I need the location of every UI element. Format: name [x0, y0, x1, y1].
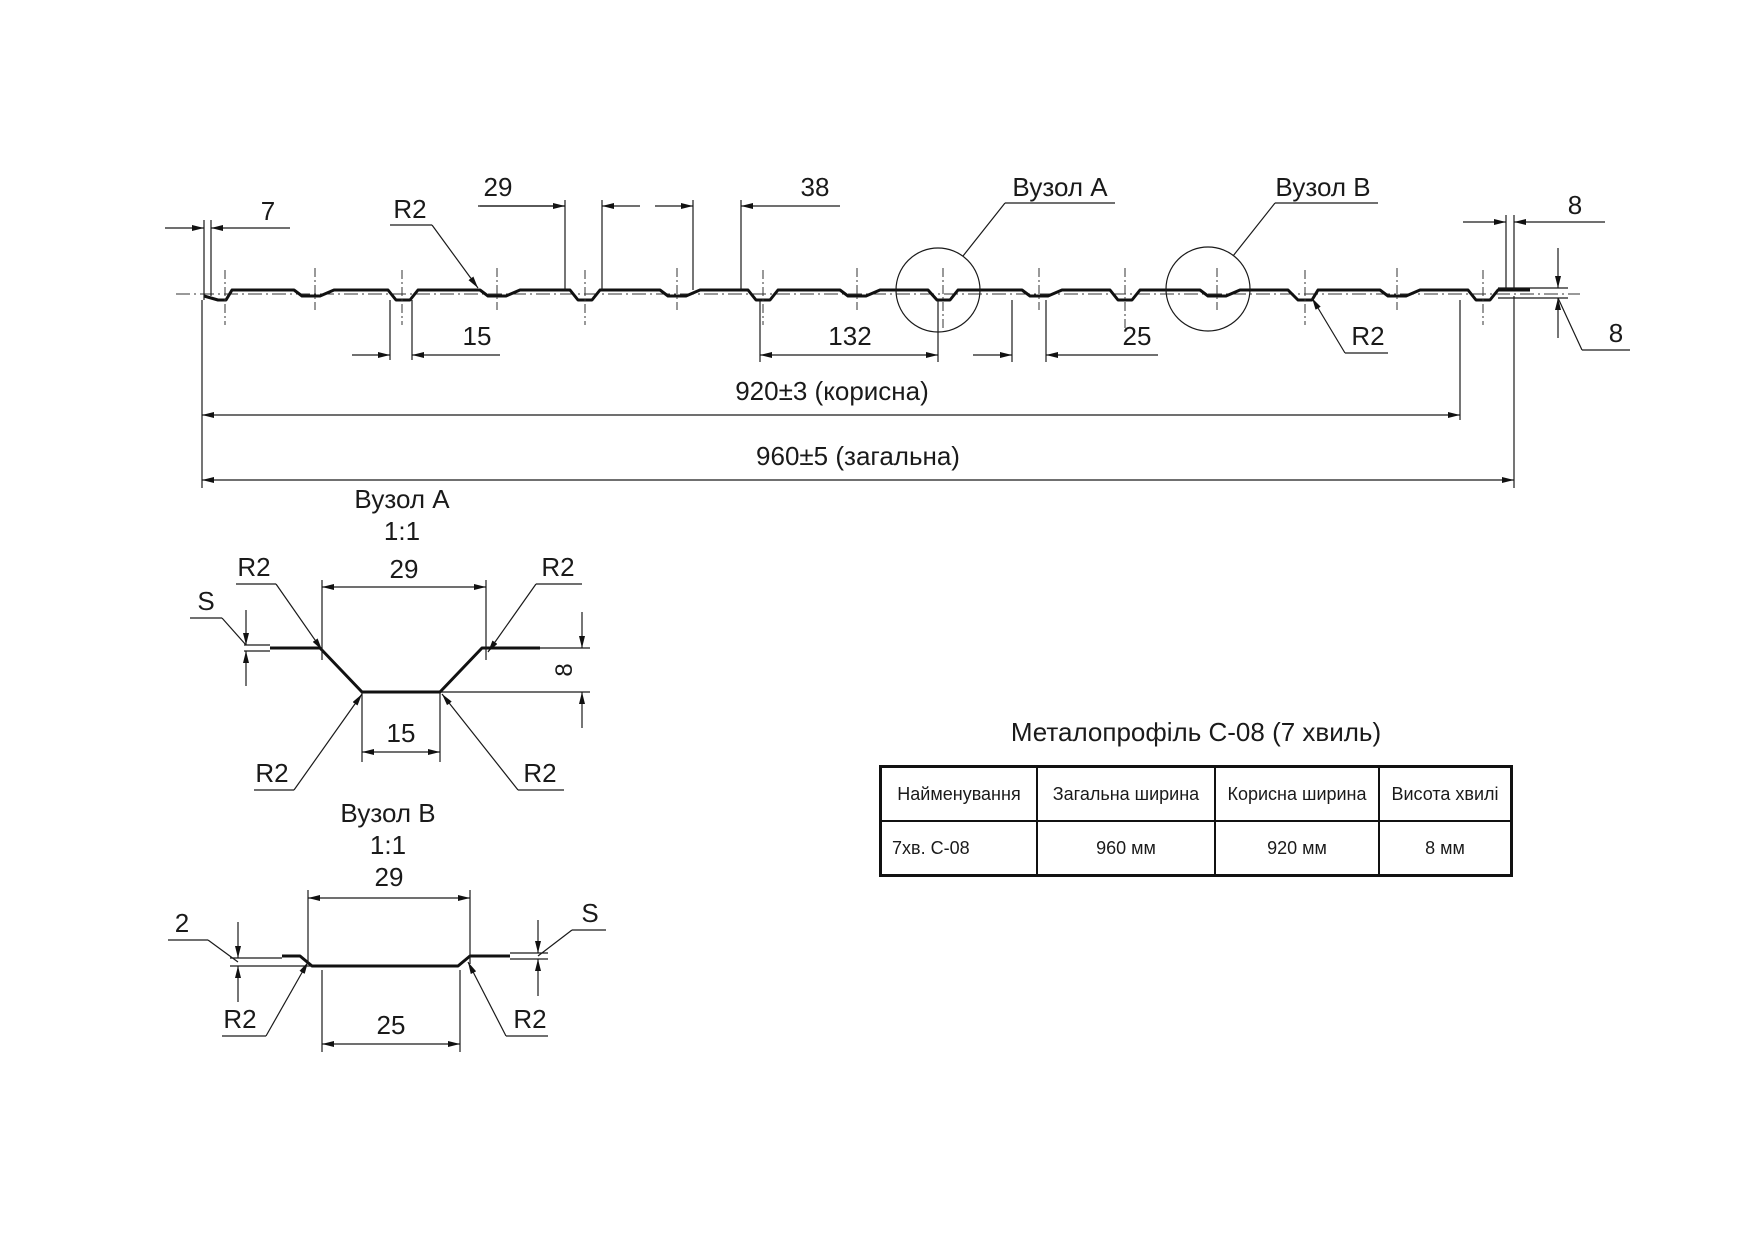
dim-38-label: 38: [801, 172, 830, 202]
detail-b-height-dim: 2: [175, 908, 189, 938]
detail-a-scale: 1:1: [384, 516, 420, 546]
dim-total-width: 960±5 (загальна): [202, 296, 1515, 488]
dim-132: 132: [759, 300, 939, 362]
r2-right-label: R2: [1351, 321, 1384, 351]
profile-outline: [203, 288, 1530, 302]
detail-b-thickness: S: [581, 898, 598, 928]
r2-right-leader: R2: [1311, 297, 1388, 354]
detail-a-r2-bottom-right: R2: [523, 758, 556, 788]
dim-29-label: 29: [484, 172, 513, 202]
spec-cell-wave-height: 8 мм: [1378, 820, 1513, 877]
detail-b-r2-left: R2: [223, 1004, 256, 1034]
node-b-callout: Вузол В: [1165, 172, 1378, 332]
spec-header-wave-height: Висота хвилі: [1378, 765, 1513, 822]
dim-15-label: 15: [463, 321, 492, 351]
dim-15: 15: [352, 300, 500, 360]
node-a-callout-label: Вузол А: [1012, 172, 1108, 202]
node-a-callout: Вузол А: [895, 172, 1115, 333]
spec-header-name: Найменування: [879, 765, 1038, 822]
dim-7: 7: [165, 196, 290, 300]
dim-38: 38: [655, 172, 840, 290]
detail-a-r2-top-left: R2: [237, 552, 270, 582]
spec-cell-useful-width: 920 мм: [1214, 820, 1380, 877]
detail-a-top-dim: 29: [390, 554, 419, 584]
detail-a-title: Вузол А: [354, 484, 450, 514]
dim-25-label: 25: [1123, 321, 1152, 351]
dim-8-top-label: 8: [1568, 190, 1582, 220]
useful-width-label: 920±3 (корисна): [735, 376, 929, 406]
dim-25: 25: [973, 300, 1158, 362]
spec-header-total-width: Загальна ширина: [1036, 765, 1216, 822]
detail-a-profile: [270, 646, 540, 694]
spec-header-useful-width: Корисна ширина: [1214, 765, 1380, 822]
detail-b-top-dim: 29: [375, 862, 404, 892]
spec-data-row: 7хв. С-08 960 мм 920 мм 8 мм: [879, 820, 1513, 877]
dim-29: 29: [478, 172, 640, 290]
dim-8-right-label: 8: [1609, 318, 1623, 348]
detail-a-height-dim: 8: [551, 663, 578, 676]
spec-header-row: Найменування Загальна ширина Корисна шир…: [879, 765, 1513, 822]
node-b-callout-label: Вузол В: [1275, 172, 1370, 202]
detail-b-profile: [282, 954, 510, 968]
r2-left-label: R2: [393, 194, 426, 224]
dim-7-label: 7: [261, 196, 275, 226]
r2-left-leader: R2: [390, 194, 479, 289]
detail-b-bottom-dim: 25: [377, 1010, 406, 1040]
dim-8-top: 8: [1463, 190, 1605, 290]
detail-a: Вузол А 1:1 29 15 8 S R2 R2: [190, 484, 590, 791]
dim-8-right: 8: [1498, 248, 1630, 351]
detail-b-title: Вузол В: [340, 798, 435, 828]
detail-a-r2-top-right: R2: [541, 552, 574, 582]
detail-a-thickness: S: [197, 586, 214, 616]
spec-cell-name: 7хв. С-08: [879, 820, 1038, 877]
total-width-label: 960±5 (загальна): [756, 441, 960, 471]
detail-a-bottom-dim: 15: [387, 718, 416, 748]
detail-b-r2-right: R2: [513, 1004, 546, 1034]
spec-title: Металопрофіль С-08 (7 хвиль): [1010, 717, 1382, 747]
detail-b: Вузол В 1:1 29 25 2 S R2: [168, 798, 606, 1052]
spec-cell-total-width: 960 мм: [1036, 820, 1216, 877]
detail-b-scale: 1:1: [370, 830, 406, 860]
center-marks: [224, 268, 1484, 330]
main-profile-view: 7 R2 29 38: [165, 172, 1630, 488]
detail-a-r2-bottom-left: R2: [255, 758, 288, 788]
dim-132-label: 132: [828, 321, 871, 351]
spec-table: Найменування Загальна ширина Корисна шир…: [879, 765, 1513, 877]
dim-useful-width: 920±3 (корисна): [201, 300, 1461, 488]
